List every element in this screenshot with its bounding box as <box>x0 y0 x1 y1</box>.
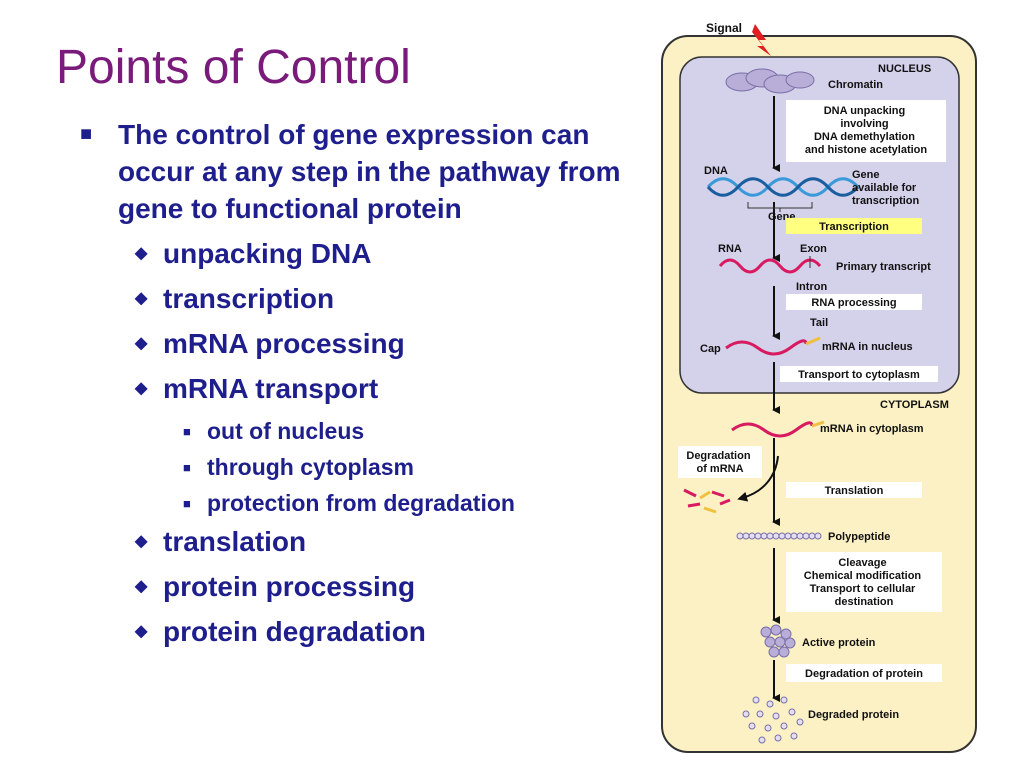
sub-sub-bullet: ■ protection from degradation <box>80 489 650 518</box>
sub-bullet-text: protein degradation <box>163 616 426 647</box>
diamond-bullet-icon: ◆ <box>135 533 148 550</box>
step-unpacking-text: DNA unpacking involving DNA demethylatio… <box>805 105 928 156</box>
cap-label: Cap <box>700 343 721 355</box>
polypeptide-icon <box>736 532 822 540</box>
cleavage-line: Cleavage <box>838 557 886 569</box>
chromatin-label: Chromatin <box>828 79 883 91</box>
translation-label: Translation <box>825 485 884 497</box>
diamond-bullet-icon: ◆ <box>135 245 148 262</box>
transport-label: Transport to cytoplasm <box>798 369 920 381</box>
small-square-bullet-icon: ■ <box>183 496 191 511</box>
bullet-main: ■ The control of gene expression can occ… <box>80 116 650 227</box>
step-unpacking-line: DNA unpacking <box>824 105 906 117</box>
small-square-bullet-icon: ■ <box>183 460 191 475</box>
cleavage-line: Transport to cellular <box>810 583 916 595</box>
gene-available-text: Gene available for transcription <box>852 169 920 207</box>
step-box-mrna-degradation <box>678 446 762 478</box>
sub-sub-bullet-text: protection from degradation <box>207 490 515 516</box>
small-square-bullet-icon: ■ <box>183 424 191 439</box>
active-protein-label: Active protein <box>802 637 876 649</box>
tail-label: Tail <box>810 317 828 329</box>
bullet-list: ■ The control of gene expression can occ… <box>80 116 650 660</box>
sub-sub-bullet: ■ through cytoplasm <box>80 453 650 482</box>
mrna-degradation-line: of mRNA <box>696 463 743 475</box>
diamond-bullet-icon: ◆ <box>135 380 148 397</box>
sub-bullet-text: mRNA transport <box>163 373 379 404</box>
diamond-bullet-icon: ◆ <box>135 335 148 352</box>
diamond-bullet-icon: ◆ <box>135 623 148 640</box>
sub-bullet: ◆ mRNA transport <box>80 372 650 406</box>
degraded-protein-label: Degraded protein <box>808 709 899 721</box>
bullet-main-text: The control of gene expression can occur… <box>118 119 621 224</box>
rna-label: RNA <box>718 243 742 255</box>
protein-degradation-label: Degradation of protein <box>805 668 923 680</box>
sub-bullet: ◆ translation <box>80 525 650 559</box>
step-box-translation <box>786 482 922 498</box>
step-box-transport <box>780 366 938 382</box>
exon-label: Exon <box>800 243 827 255</box>
polypeptide-label: Polypeptide <box>828 531 890 543</box>
sub-bullet: ◆ transcription <box>80 282 650 316</box>
rna-processing-label: RNA processing <box>811 297 896 309</box>
diamond-bullet-icon: ◆ <box>135 290 148 307</box>
sub-bullet-text: protein processing <box>163 571 416 602</box>
nucleus-label: NUCLEUS <box>878 63 931 75</box>
mrna-tail <box>811 420 825 428</box>
degradation-arrow-icon <box>737 455 779 502</box>
diamond-bullet-icon: ◆ <box>135 578 148 595</box>
sub-bullet: ◆ protein degradation <box>80 615 650 649</box>
signal-bolt-icon <box>752 24 771 56</box>
mrna-cytoplasm-icon <box>731 421 814 438</box>
mrna-nucleus-label: mRNA in nucleus <box>822 341 913 353</box>
cleavage-text: Cleavage Chemical modification Transport… <box>804 557 924 608</box>
slide-title: Points of Control <box>56 41 411 94</box>
mrna-degradation-line: Degradation <box>686 450 750 462</box>
cleavage-line: Chemical modification <box>804 570 922 582</box>
step-unpacking-line: and histone acetylation <box>805 144 928 156</box>
sub-bullet: ◆ unpacking DNA <box>80 237 650 271</box>
step-box-unpacking <box>786 100 946 162</box>
gene-available-line: Gene <box>852 169 880 181</box>
dna-label: DNA <box>704 165 728 177</box>
step-box-cleavage <box>786 552 942 612</box>
sub-bullet-text: translation <box>163 526 307 557</box>
sub-bullet-text: unpacking DNA <box>163 238 372 269</box>
gene-bracket <box>747 202 813 212</box>
sub-bullet-text: transcription <box>163 283 335 314</box>
mrna-degradation-text: Degradation of mRNA <box>686 450 753 475</box>
sub-sub-bullet: ■ out of nucleus <box>80 417 650 446</box>
gene-available-line: available for <box>852 182 917 194</box>
sub-sub-bullet-text: out of nucleus <box>207 418 365 444</box>
sub-bullet: ◆ protein processing <box>80 570 650 604</box>
mrna-cytoplasm-label: mRNA in cytoplasm <box>820 423 924 435</box>
mrna-fragments-icon <box>683 488 731 514</box>
cleavage-line: destination <box>835 596 894 608</box>
step-unpacking-line: involving <box>840 118 888 130</box>
intron-label: Intron <box>796 281 827 293</box>
sub-sub-bullet-text: through cytoplasm <box>207 454 415 480</box>
chromatin-icon <box>725 68 815 94</box>
sub-bullet-text: mRNA processing <box>163 328 405 359</box>
cytoplasm-label: CYTOPLASM <box>880 399 949 411</box>
degraded-protein-icon <box>742 696 804 744</box>
mrna-nucleus-icon <box>725 339 808 356</box>
gene-available-line: transcription <box>852 195 920 207</box>
step-box-transcription <box>786 218 922 234</box>
primary-transcript-icon <box>718 258 822 274</box>
transcription-label: Transcription <box>819 221 889 233</box>
gene-expression-diagram: Signal NUCLEUS Chromatin DNA unpacking i… <box>661 21 977 753</box>
step-box-protein-degradation <box>786 664 942 682</box>
step-unpacking-line: DNA demethylation <box>814 131 915 143</box>
step-box-rna-processing <box>786 294 922 310</box>
dna-helix-icon <box>706 177 860 197</box>
mrna-tail <box>805 336 821 346</box>
signal-label: Signal <box>706 21 742 35</box>
active-protein-icon <box>760 624 796 658</box>
square-bullet-icon: ■ <box>80 123 93 145</box>
primary-transcript-label: Primary transcript <box>836 261 931 273</box>
sub-bullet: ◆ mRNA processing <box>80 327 650 361</box>
